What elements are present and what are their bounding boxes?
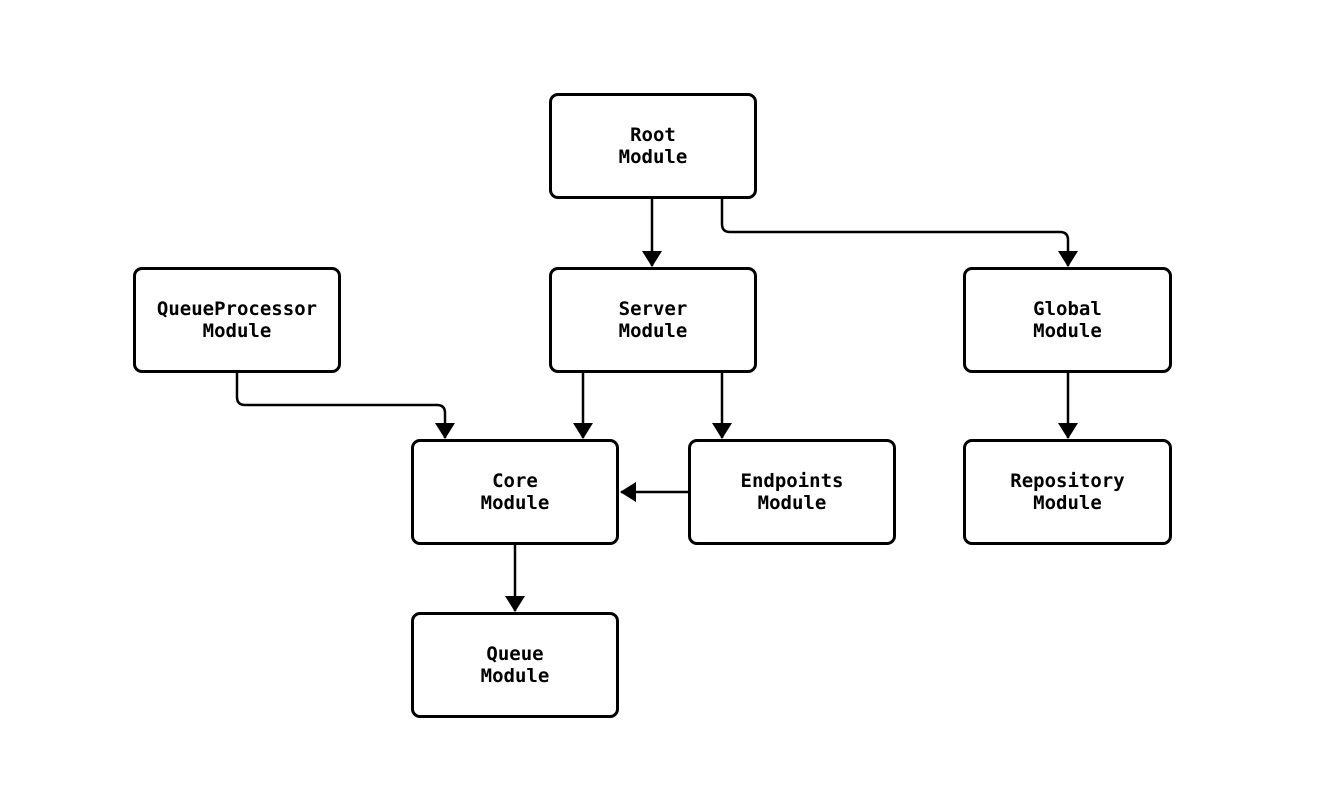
node-label: Core Module xyxy=(480,470,550,514)
node-label: Root Module xyxy=(618,124,688,168)
node-label: Server Module xyxy=(618,298,688,342)
node-root-module: Root Module xyxy=(549,93,757,199)
node-queueprocessor-module: QueueProcessor Module xyxy=(133,267,341,373)
node-label: Endpoints Module xyxy=(740,470,844,514)
node-label: Global Module xyxy=(1033,298,1102,342)
node-queue-module: Queue Module xyxy=(411,612,619,718)
node-endpoints-module: Endpoints Module xyxy=(688,439,896,545)
node-server-module: Server Module xyxy=(549,267,757,373)
edge-queueprocessor-to-core xyxy=(235,373,455,439)
edge-root-to-global xyxy=(720,198,1078,267)
node-label: Repository Module xyxy=(1010,470,1125,514)
node-repository-module: Repository Module xyxy=(963,439,1172,545)
node-global-module: Global Module xyxy=(963,267,1172,373)
node-label: QueueProcessor Module xyxy=(156,298,318,342)
node-core-module: Core Module xyxy=(411,439,619,545)
node-label: Queue Module xyxy=(480,643,550,687)
